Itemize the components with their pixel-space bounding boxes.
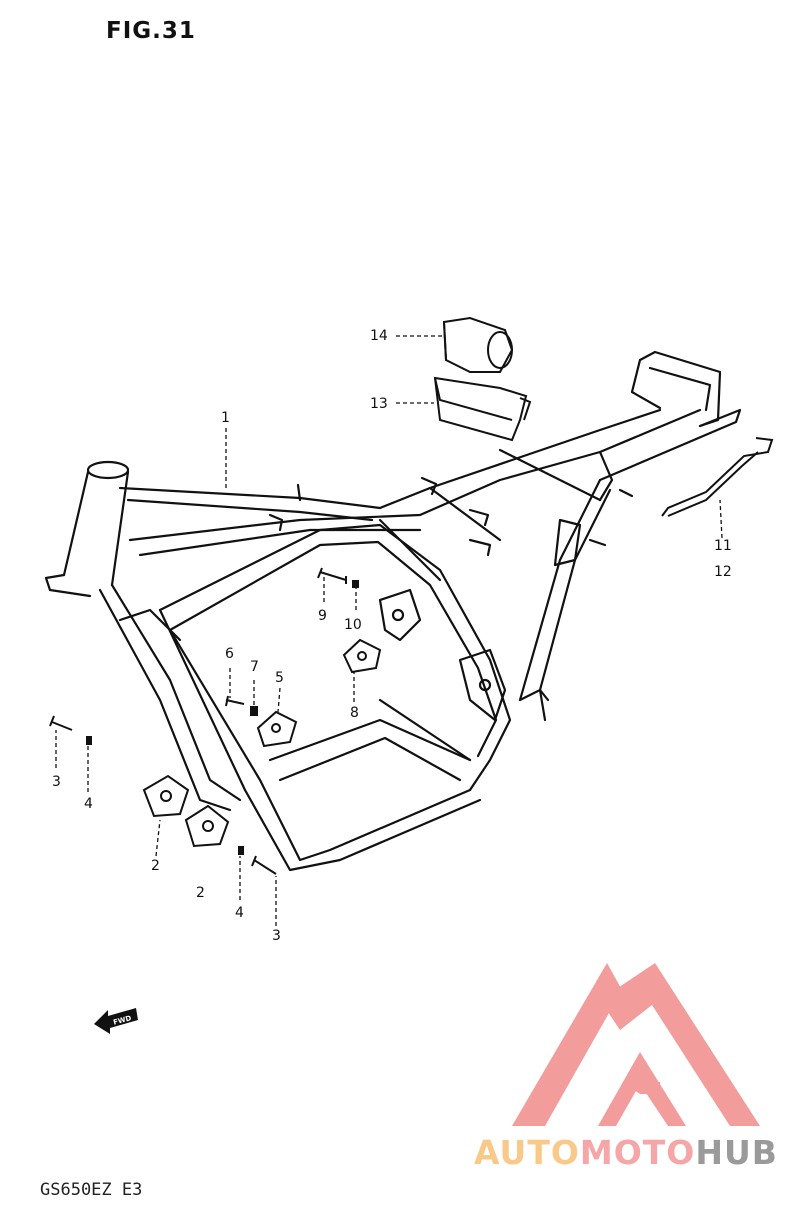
top-rail-right (128, 408, 702, 557)
callout-14: 14 (370, 328, 388, 344)
part-5-plate (256, 710, 298, 748)
callout-9: 9 (318, 608, 327, 624)
callout-7: 7 (250, 659, 259, 675)
callout-12: 12 (714, 564, 732, 580)
model-code: GS650EZ E3 (40, 1180, 143, 1200)
frame-tabs (268, 476, 634, 702)
part-14-battery-cover (442, 316, 514, 373)
part-4-nut-left (86, 736, 92, 745)
automotohub-wordmark: AUTOMOTOHUB (474, 1133, 778, 1172)
part-3-bolt-right (251, 855, 277, 875)
wordmark-hub: HUB (695, 1133, 778, 1172)
part-9-bolt (317, 567, 347, 584)
top-rail-left (118, 408, 662, 522)
callout-2: 2 (151, 858, 160, 874)
steering-head (44, 460, 130, 598)
part-11-bracket (661, 437, 774, 517)
callout-1: 1 (221, 410, 230, 426)
part-7-nut (250, 706, 258, 716)
part-2-plate-upper (142, 774, 190, 818)
lower-rails (268, 698, 472, 782)
callout-4: 4 (235, 905, 244, 921)
callout-5: 5 (275, 670, 284, 686)
callout-4: 4 (84, 796, 93, 812)
callout-10: 10 (344, 617, 362, 633)
wordmark-moto: MOTO (579, 1133, 696, 1172)
rear-upright (518, 478, 612, 722)
callout-6: 6 (225, 646, 234, 662)
part-10-nut (352, 580, 359, 588)
callout-8: 8 (350, 705, 359, 721)
callout-3: 3 (272, 928, 281, 944)
frame-mount-plates (378, 518, 582, 722)
rear-subframe (598, 350, 742, 482)
callout-13: 13 (370, 396, 388, 412)
automotohub-logo (512, 963, 760, 1126)
part-8-plate (342, 638, 382, 674)
part-2-plate-lower (184, 804, 230, 848)
wordmark-auto: AUTO (474, 1133, 580, 1172)
callout-3: 3 (52, 774, 61, 790)
fwd-arrow-icon (94, 1008, 138, 1034)
figure-title: FIG.31 (106, 18, 196, 44)
cross-members (378, 448, 614, 582)
callout-2: 2 (196, 885, 205, 901)
part-13-battery-tray (433, 376, 532, 442)
callout-11: 11 (714, 538, 732, 554)
leader-lines (55, 335, 723, 926)
part-3-bolt-left (49, 715, 73, 731)
part-4-nut-right (238, 846, 244, 855)
part-6-bolt (225, 695, 245, 707)
